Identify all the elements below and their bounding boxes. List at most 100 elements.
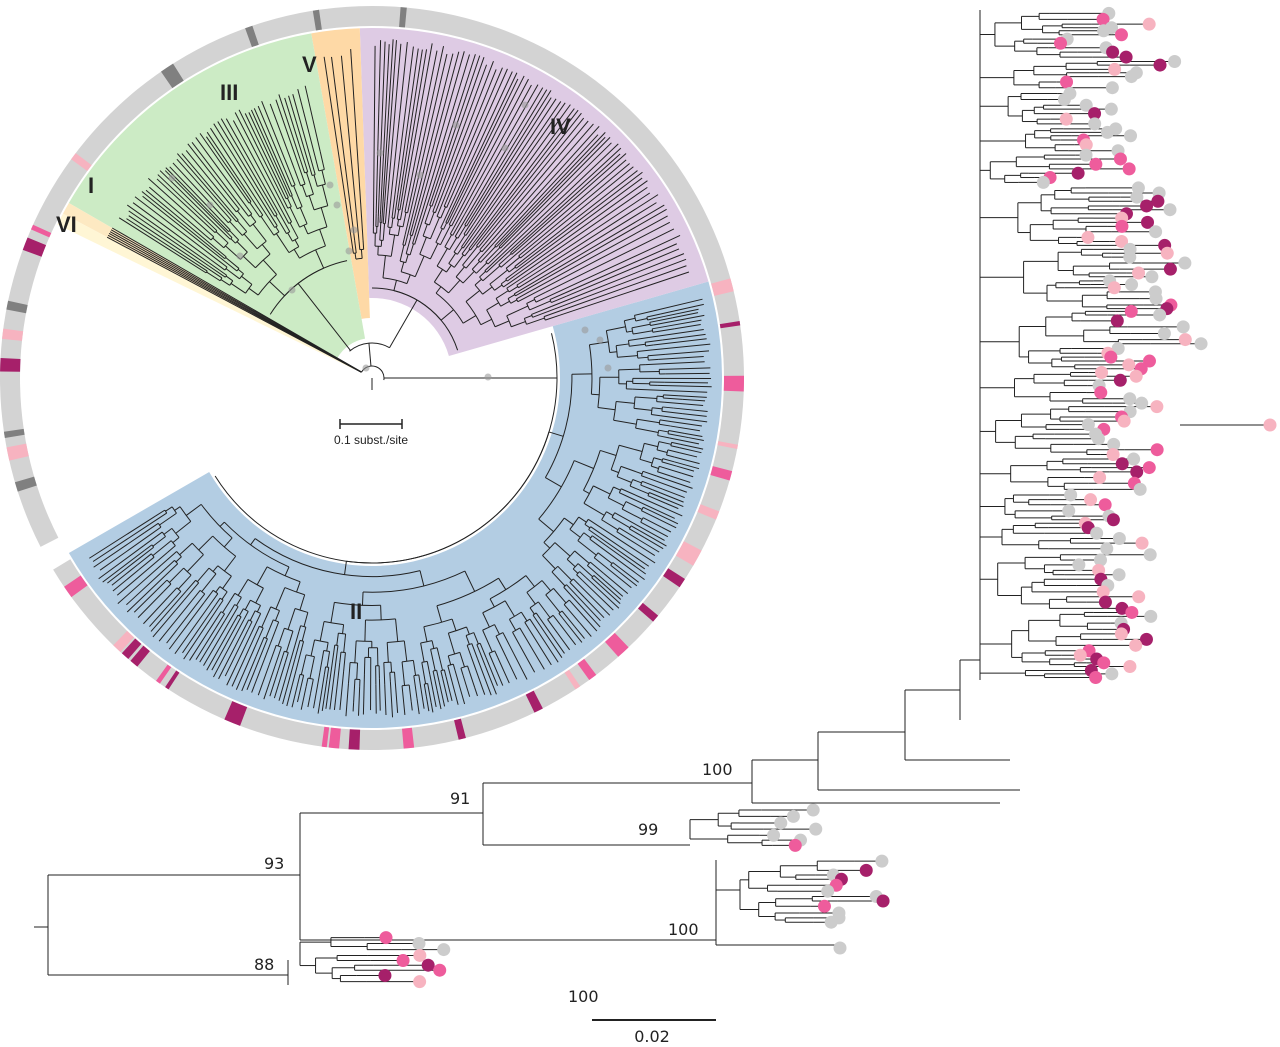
tip-branch xyxy=(520,192,651,280)
branch xyxy=(265,201,276,217)
branch xyxy=(269,281,285,297)
branch-arc xyxy=(237,614,242,618)
branch xyxy=(220,257,238,272)
tip-marker xyxy=(1093,553,1107,567)
tip-marker xyxy=(1140,199,1154,213)
tip-branch xyxy=(539,618,565,654)
branch xyxy=(241,619,250,634)
circular-scale-bar-label: 0.1 subst./site xyxy=(334,433,408,447)
tip-branch xyxy=(181,153,225,204)
branch-arc xyxy=(404,211,408,214)
branch xyxy=(319,650,325,673)
branch xyxy=(465,635,470,645)
tip-branch xyxy=(569,593,601,628)
tip-marker xyxy=(1129,638,1143,652)
branch xyxy=(558,613,564,619)
branch xyxy=(396,219,400,226)
tip-marker xyxy=(1113,373,1127,387)
branch xyxy=(561,610,576,627)
branch xyxy=(244,599,251,610)
tip-branch xyxy=(451,78,519,214)
branch-arc xyxy=(346,431,550,564)
tip-marker xyxy=(1107,437,1121,451)
branch xyxy=(431,192,438,207)
branch-arc xyxy=(248,619,253,623)
branch xyxy=(207,231,215,238)
branch xyxy=(353,679,356,703)
branch xyxy=(577,563,594,578)
rectangular-scale-bar-label: 0.02 xyxy=(634,1027,670,1046)
branch xyxy=(255,637,265,657)
branch xyxy=(591,577,602,587)
branch xyxy=(230,283,246,294)
tip-marker xyxy=(788,838,802,852)
tip-marker xyxy=(1098,595,1112,609)
branch xyxy=(407,203,411,213)
tip-branch xyxy=(672,312,699,319)
branch xyxy=(262,638,268,651)
bootstrap-label: 88 xyxy=(254,955,274,974)
branch xyxy=(613,419,637,425)
tip-branch xyxy=(137,591,164,618)
tip-branch xyxy=(195,628,216,660)
tip-branch xyxy=(659,519,677,529)
tip-marker xyxy=(1125,278,1139,292)
branch xyxy=(303,224,309,235)
branch xyxy=(465,250,482,269)
clade-VI-sector xyxy=(57,213,355,370)
branch xyxy=(451,213,459,227)
branch xyxy=(229,230,240,241)
branch xyxy=(201,573,217,592)
tip-branch xyxy=(410,701,413,711)
branch xyxy=(474,278,482,286)
tip-marker xyxy=(1111,342,1125,356)
branch xyxy=(309,656,315,679)
branch-arc xyxy=(151,544,155,548)
branch xyxy=(502,632,515,654)
branch xyxy=(434,192,444,213)
tip-branch xyxy=(652,343,711,351)
tip-branch xyxy=(658,355,704,360)
branch xyxy=(460,667,464,676)
tip-branch xyxy=(507,136,606,238)
branch xyxy=(576,574,584,582)
branch xyxy=(281,195,289,209)
tip-branch xyxy=(660,415,708,423)
ring-segment xyxy=(711,278,734,296)
node-marker xyxy=(326,181,334,189)
tip-branch xyxy=(244,113,278,181)
branch xyxy=(459,652,465,668)
branch xyxy=(215,250,226,260)
tip-branch xyxy=(257,105,286,170)
branch xyxy=(400,261,405,272)
tip-marker xyxy=(1135,396,1149,410)
branch xyxy=(111,227,362,373)
branch xyxy=(471,261,480,270)
tip-branch xyxy=(187,143,228,194)
branch xyxy=(440,206,446,219)
branch xyxy=(489,269,508,285)
branch xyxy=(525,575,535,587)
branch xyxy=(243,611,249,620)
tip-branch xyxy=(564,243,677,294)
branch xyxy=(632,479,642,484)
branch xyxy=(495,236,507,248)
branch xyxy=(258,627,264,638)
branch xyxy=(463,227,469,235)
branch-arc xyxy=(157,523,162,528)
branch xyxy=(600,449,617,456)
ring-segment xyxy=(113,630,134,652)
branch xyxy=(494,650,499,658)
branch xyxy=(487,248,504,265)
tip-marker xyxy=(1142,461,1156,475)
branch-arc xyxy=(588,526,592,530)
branch xyxy=(430,649,436,671)
tip-marker xyxy=(1178,256,1192,270)
branch xyxy=(154,526,162,532)
tip-marker xyxy=(1123,250,1137,264)
branch xyxy=(303,612,309,627)
branch xyxy=(208,593,219,607)
tip-branch xyxy=(149,605,168,627)
branch-arc xyxy=(422,235,431,240)
branch xyxy=(480,246,496,263)
